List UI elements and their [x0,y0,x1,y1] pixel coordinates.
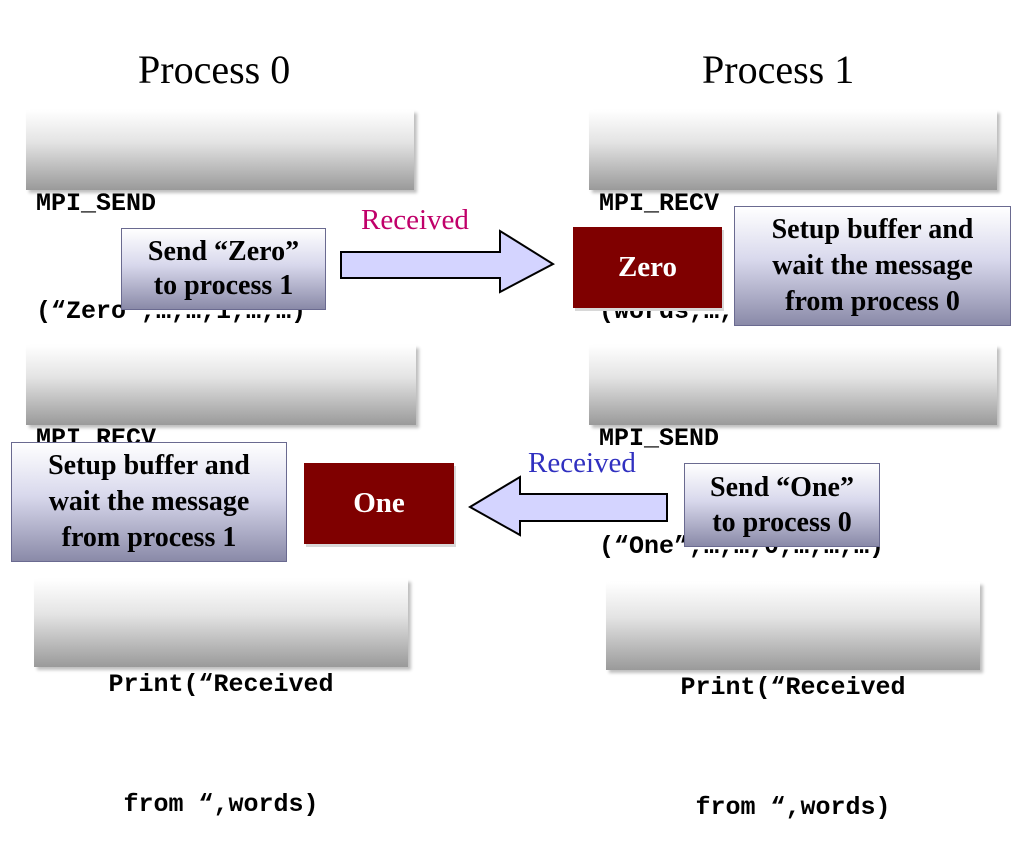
top-received-label: Received [361,204,469,236]
p1-send-note-line1: Send “One” [710,472,854,503]
left-arrow [468,475,668,537]
p1-mpi-send-code: MPI_SEND (“One”,…,…,0,…,…,…) [589,345,997,561]
p0-recv-note-line2: wait the message [48,486,250,517]
p0-send-note: Send “Zero” to process 1 [121,228,326,310]
p0-print-code: Print(“Received from “,words) [34,579,408,819]
p1-recv-note: Setup buffer and wait the message from p… [734,206,1011,326]
process1-title: Process 1 [702,47,855,92]
p1-print-line1: Print(“Received [680,673,906,702]
right-arrow [340,229,556,294]
p1-mpi-send-line1: MPI_SEND [599,424,720,453]
p0-mpi-send-line1: MPI_SEND [36,189,157,218]
p0-send-note-line2: to process 1 [153,270,294,301]
p0-mpi-recv-code: MPI_RECV (words,…,…,1,…,…) [26,345,416,561]
p1-send-note-line2: to process 0 [712,507,852,538]
p1-mpi-recv-code: MPI_RECV (words,…,…,0,…,…,…) [589,110,997,326]
p0-print-line1: Print(“Received [108,670,334,699]
zero-message-box: Zero [573,227,722,308]
p1-recv-note-line1: Setup buffer and [771,214,974,245]
p0-send-note-line1: Send “Zero” [147,236,300,267]
p0-recv-note-line1: Setup buffer and [48,450,250,481]
p0-recv-note: Setup buffer and wait the message from p… [11,442,287,562]
p0-mpi-send-code: MPI_SEND (“Zero”,…,…,1,…,…) [26,110,414,326]
p1-print-code: Print(“Received from “,words) [606,582,980,822]
bottom-received-label: Received [528,447,636,479]
p1-send-note: Send “One” to process 0 [684,463,880,547]
p1-recv-note-line3: from process 0 [785,286,960,317]
p0-recv-note-line3: from process 1 [61,522,237,553]
one-message-box: One [304,463,454,544]
process0-title: Process 0 [138,47,291,92]
p0-print-line2: from “,words) [123,790,319,819]
p1-recv-note-line2: wait the message [772,250,973,281]
p1-print-line2: from “,words) [695,793,891,822]
p1-mpi-recv-line1: MPI_RECV [599,189,720,218]
